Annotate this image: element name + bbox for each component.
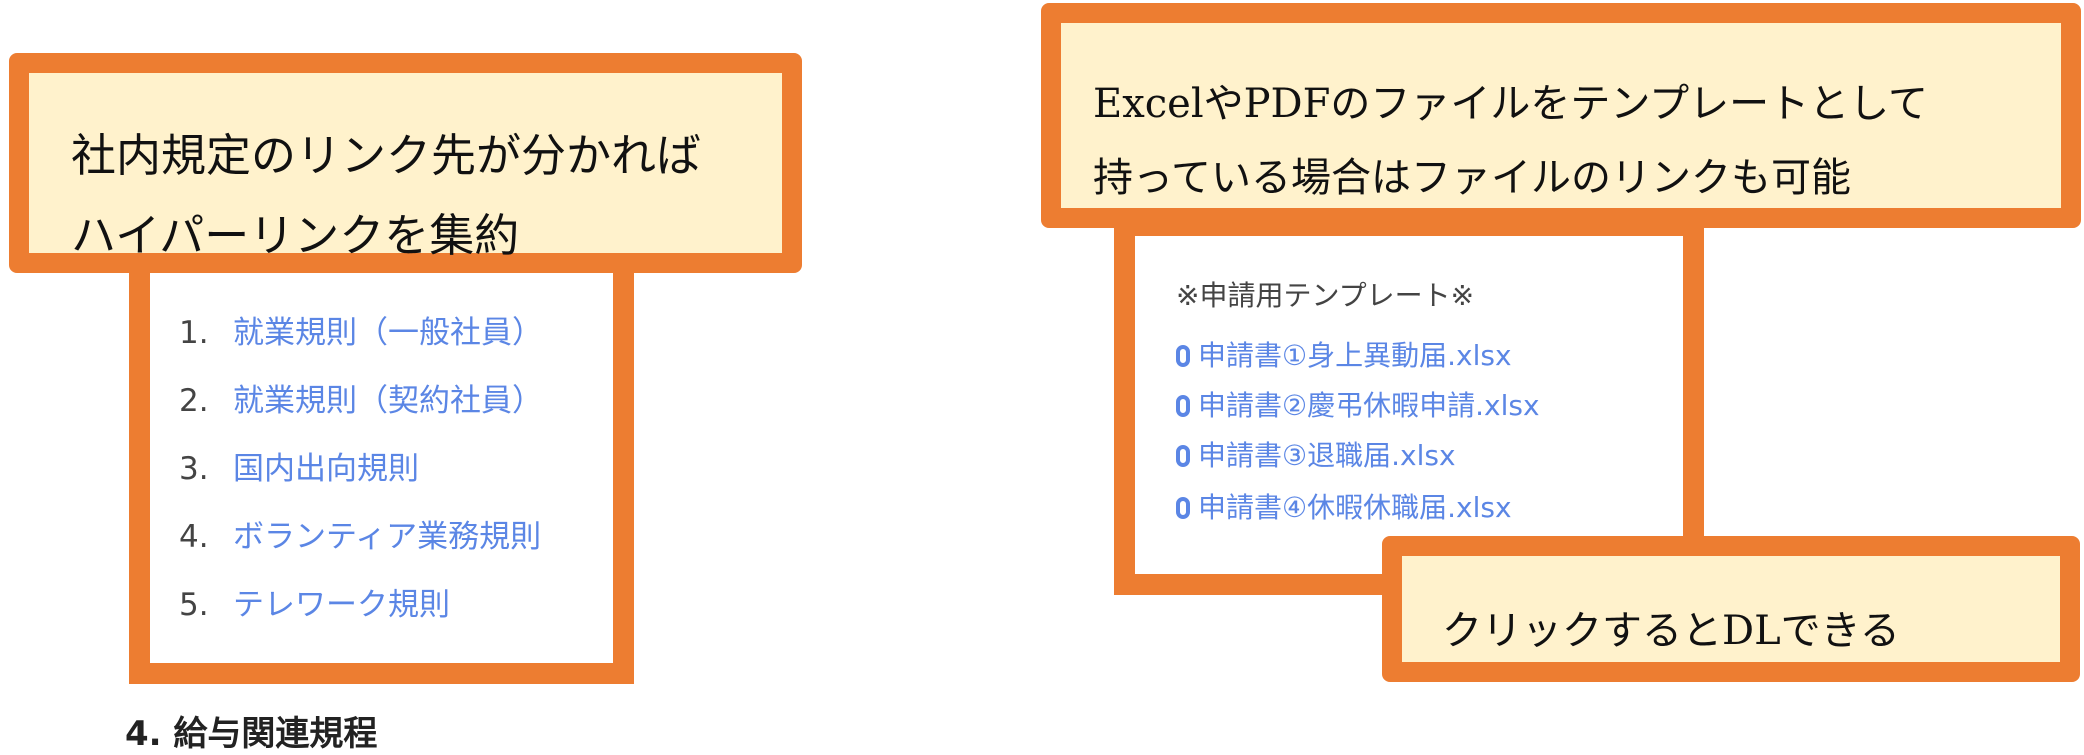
callout-text: ExcelやPDFのファイルをテンプレートとして	[1093, 81, 1928, 127]
paperclip-icon	[1176, 345, 1190, 367]
paperclip-icon	[1176, 395, 1190, 417]
templates-header: ※申請用テンプレート※	[1176, 279, 1475, 312]
list-number: 4.	[179, 519, 209, 555]
list-number: 3.	[179, 451, 209, 487]
rule-link[interactable]: ボランティア業務規則	[233, 519, 542, 555]
list-item[interactable]: 1. 就業規則（一般社員）	[179, 307, 543, 352]
callout-text: 社内規定のリンク先が分かれば	[71, 129, 702, 182]
file-link[interactable]: 申請書②慶弔休暇申請.xlsx	[1176, 384, 1540, 424]
rule-link[interactable]: テレワーク規則	[233, 587, 450, 623]
file-name: 申請書④休暇休職届.xlsx	[1198, 491, 1512, 524]
file-name: 申請書③退職届.xlsx	[1198, 439, 1456, 472]
callout-text: クリックするとDLできる	[1442, 608, 1900, 654]
list-item[interactable]: 4. ボランティア業務規則	[179, 511, 541, 556]
file-name: 申請書②慶弔休暇申請.xlsx	[1198, 389, 1540, 422]
file-link[interactable]: 申請書③退職届.xlsx	[1176, 434, 1456, 474]
callout-file-links: ExcelやPDFのファイルをテンプレートとして 持っている場合はファイルのリン…	[1041, 3, 2081, 228]
section-heading: 4. 給与関連規程	[125, 714, 378, 754]
file-name: 申請書①身上異動届.xlsx	[1198, 339, 1512, 372]
list-number: 5.	[179, 587, 209, 623]
file-link[interactable]: 申請書①身上異動届.xlsx	[1176, 334, 1512, 374]
list-item[interactable]: 3. 国内出向規則	[179, 443, 419, 488]
list-number: 2.	[179, 383, 209, 419]
rules-list-frame	[129, 250, 634, 684]
rule-link[interactable]: 国内出向規則	[233, 451, 419, 487]
paperclip-icon	[1176, 445, 1190, 467]
callout-text: ハイパーリンクを集約	[71, 209, 520, 262]
paperclip-icon	[1176, 497, 1190, 519]
rule-link[interactable]: 就業規則（一般社員）	[233, 315, 543, 351]
rule-link[interactable]: 就業規則（契約社員）	[233, 383, 543, 419]
callout-download: クリックするとDLできる	[1382, 536, 2080, 682]
list-number: 1.	[179, 315, 209, 351]
list-item[interactable]: 5. テレワーク規則	[179, 579, 450, 624]
list-item[interactable]: 2. 就業規則（契約社員）	[179, 375, 543, 420]
callout-text: 持っている場合はファイルのリンクも可能	[1093, 155, 1851, 201]
file-link[interactable]: 申請書④休暇休職届.xlsx	[1176, 486, 1512, 526]
callout-hyperlinks: 社内規定のリンク先が分かれば ハイパーリンクを集約	[9, 53, 802, 273]
